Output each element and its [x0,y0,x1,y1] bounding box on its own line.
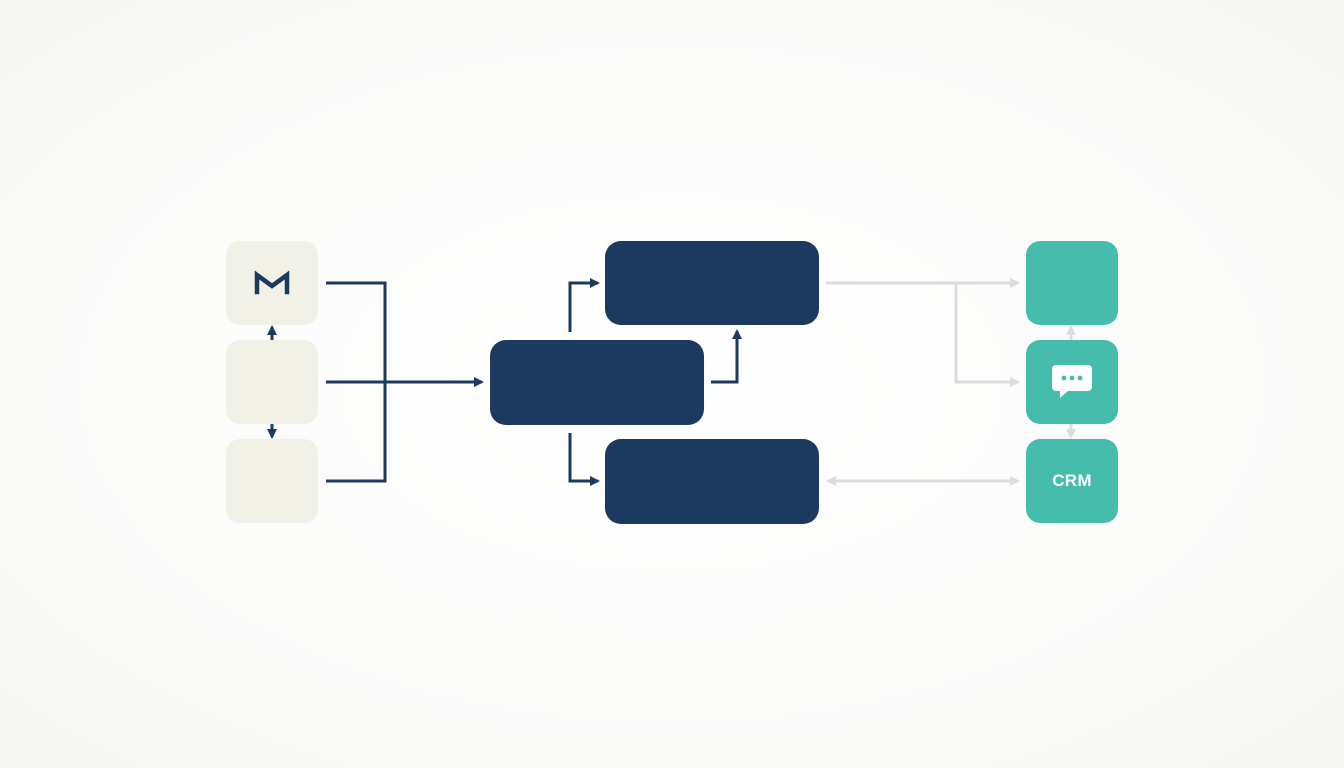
source-node-email[interactable] [226,241,318,325]
connector-top-to-dest-chat [954,283,1020,387]
dest-node-crm[interactable]: CRM [1026,439,1118,523]
process-node-bottom[interactable] [605,439,819,524]
process-node-center[interactable] [490,340,704,425]
chat-bubble-icon [1051,364,1093,400]
gmail-icon [253,270,291,296]
connector-center-to-bottom [568,433,600,486]
process-node-top[interactable] [605,241,819,325]
connector-center-up-to-top [711,329,742,384]
connector-center-to-top [568,278,600,332]
dest-node-top[interactable] [1026,241,1118,325]
connector-source-top-to-bus [326,281,387,483]
source-node-bottom[interactable] [226,439,318,523]
crm-label: CRM [1052,471,1092,490]
dest-node-chat[interactable] [1026,340,1118,424]
source-node-middle[interactable] [226,340,318,424]
